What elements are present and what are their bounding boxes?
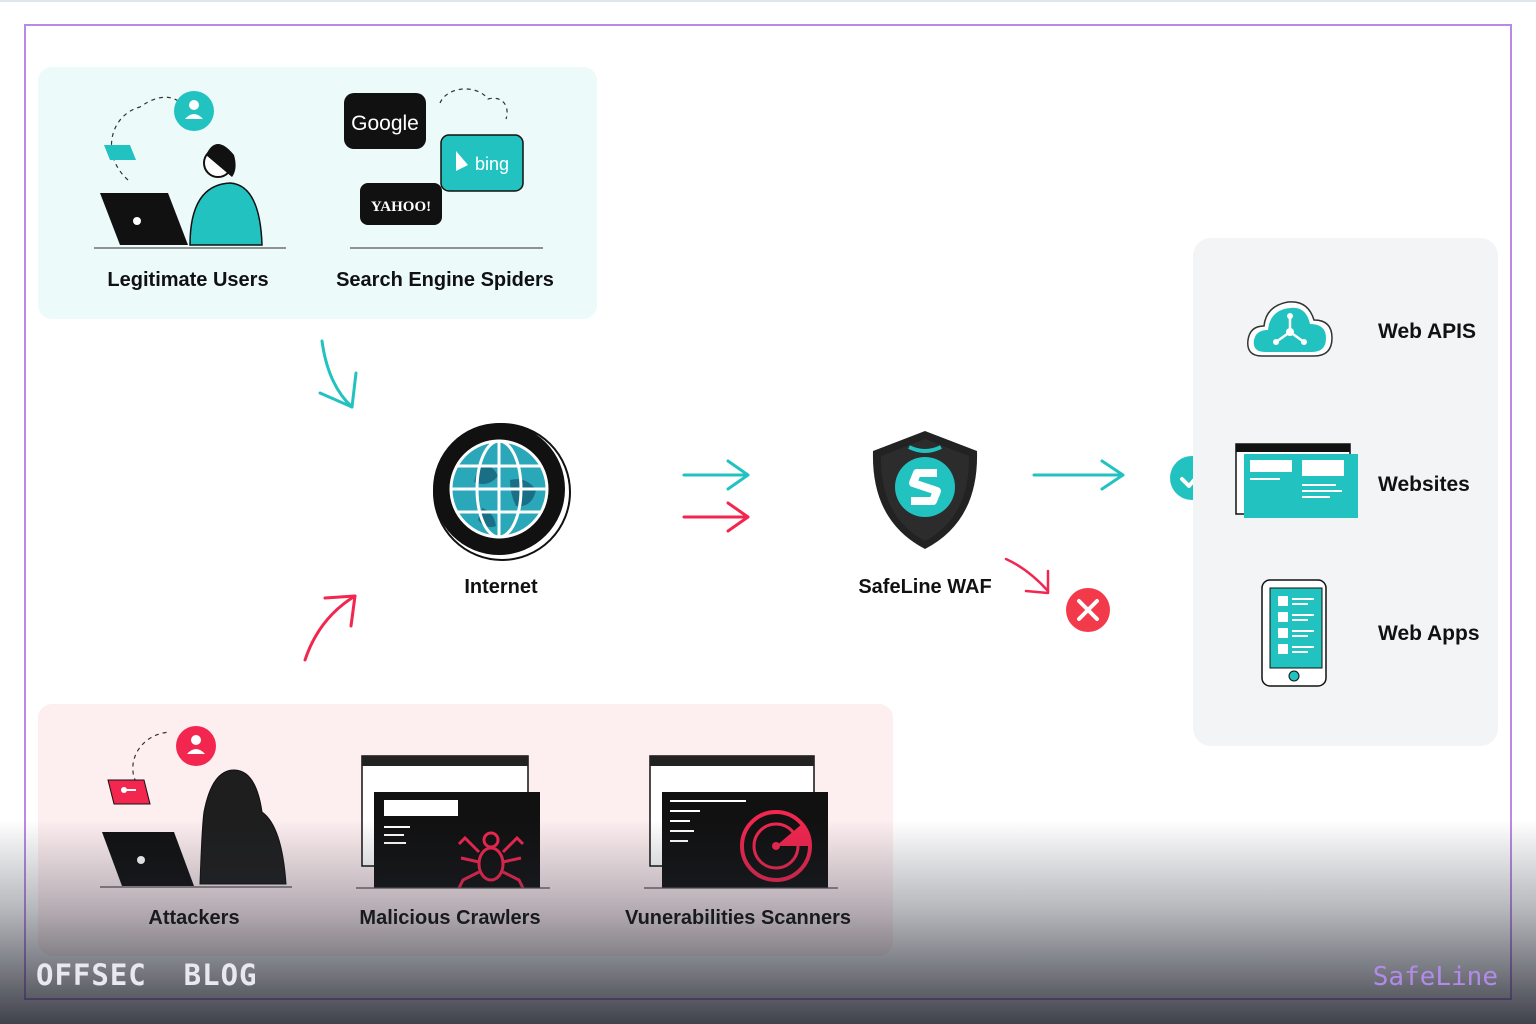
malicious-crawlers-label: Malicious Crawlers xyxy=(359,907,541,929)
legitimate-user-illustration xyxy=(94,91,286,249)
attacker-illustration xyxy=(100,726,292,888)
web-apps-label: Web Apps xyxy=(1378,622,1480,645)
search-engine-spiders-label: Search Engine Spiders xyxy=(336,269,554,291)
web-apis-label: Web APIS xyxy=(1378,320,1477,343)
globe-icon xyxy=(433,423,571,561)
internet-to-waf-arrows xyxy=(682,459,750,533)
vulnerability-scanner-illustration xyxy=(644,755,838,889)
bing-logo: bing xyxy=(475,154,509,174)
vulnerability-scanners-label: Vunerabilities Scanners xyxy=(624,907,852,929)
waf-to-targets-arrow xyxy=(1032,459,1125,491)
yahoo-logo: YAHOO! xyxy=(371,199,431,215)
watermark: SafeLine xyxy=(1372,962,1498,992)
good-to-internet-arrow xyxy=(318,339,358,409)
browser-icon xyxy=(1235,443,1358,518)
bad-to-internet-arrow xyxy=(303,594,357,662)
user-icon xyxy=(174,91,214,131)
cloud-icon xyxy=(1247,301,1333,357)
legitimate-users-label: Legitimate Users xyxy=(107,269,269,291)
internet-label: Internet xyxy=(464,576,538,598)
top-divider xyxy=(0,0,1536,2)
waf-label: SafeLine WAF xyxy=(858,576,992,598)
attackers-label: Attackers xyxy=(148,907,240,929)
google-logo: Google xyxy=(351,112,419,135)
phone-icon xyxy=(1261,579,1327,687)
block-icon xyxy=(1066,588,1110,632)
waf-to-blocked-arrow xyxy=(1004,557,1050,595)
websites-label: Websites xyxy=(1378,473,1470,496)
shield-icon xyxy=(872,431,978,549)
user-icon xyxy=(176,726,216,766)
search-engines-illustration: Google bing YAHOO! xyxy=(344,88,543,249)
blog-brand: OFFSEC BLOG xyxy=(36,958,258,992)
malicious-crawler-illustration xyxy=(356,755,550,889)
